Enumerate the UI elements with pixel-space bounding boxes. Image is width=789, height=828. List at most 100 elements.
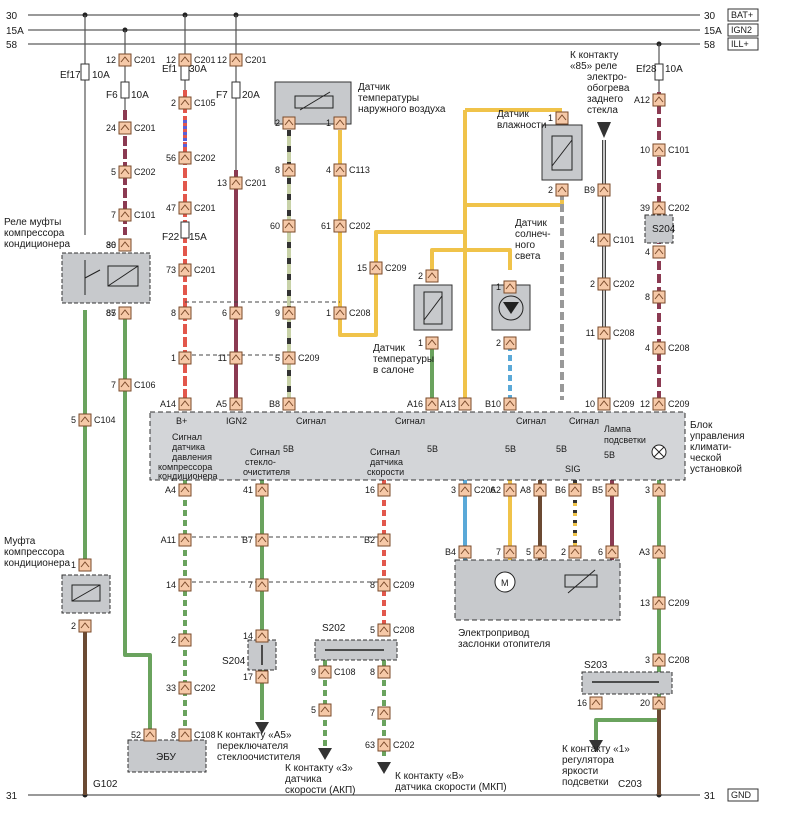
- connector-code: C202: [134, 167, 156, 177]
- connector-pin-number: 2: [561, 547, 566, 557]
- connector-pin-number: 2: [71, 621, 76, 631]
- connector-pin-number: 14: [243, 631, 253, 641]
- unit-lamp-icon: [651, 444, 667, 460]
- splice-s204a: S204: [652, 224, 676, 235]
- relay-label-3: кондиционера: [4, 239, 71, 250]
- connector-pin-number: A11: [161, 535, 176, 545]
- fuse-ef1-amp: 30A: [189, 64, 207, 75]
- cabin-sensor-label-1: Датчик: [373, 343, 405, 354]
- dimmer-label-3: яркости: [562, 766, 598, 777]
- connector-pin-number: 39: [640, 203, 650, 213]
- speed-akp-label-2: датчика: [285, 774, 322, 785]
- unit-speed-1: Сигнал: [370, 447, 400, 457]
- fuse-f22-name: F22: [162, 232, 180, 243]
- connector-code: C105: [194, 98, 216, 108]
- connector-pin-number: 3: [645, 485, 650, 495]
- connector-pin: 86: [106, 238, 132, 252]
- connector-pin: B6: [555, 483, 582, 497]
- connector-code: C209: [613, 399, 635, 409]
- fuse-ef1-name: Ef1: [162, 64, 177, 75]
- unit-lamp-2: подсветки: [604, 435, 646, 445]
- rail-tags: [727, 8, 759, 802]
- connector-code: C202: [194, 683, 216, 693]
- rail-bat-num-right: 30: [704, 11, 716, 22]
- fuse-body: [654, 63, 664, 81]
- connector-pin-number: 11: [218, 353, 227, 363]
- connector-pin: 8: [275, 163, 296, 177]
- connector-code: C208: [613, 328, 635, 338]
- connector-pin: 2: [496, 336, 517, 350]
- speed-mkp-label-2: датчика скорости (МКП): [395, 782, 507, 793]
- unit-signal-b9: Сигнал: [569, 416, 599, 426]
- connector-code: C206: [474, 485, 496, 495]
- connector-pin-number: 24: [106, 123, 116, 133]
- unit-wiper-1: Сигнал: [250, 447, 280, 457]
- connector-pin: 1: [71, 558, 92, 572]
- connector-pin: 16: [365, 483, 391, 497]
- connector-pin: 8: [645, 290, 666, 304]
- connector-code: C201: [194, 55, 216, 65]
- rear-defrost-label-5: заднего: [587, 94, 623, 105]
- connector-code: C208: [668, 343, 690, 353]
- rail-gnd-num-right: 31: [704, 791, 716, 802]
- connector-pin: 8: [370, 665, 391, 679]
- connector-code: C106: [134, 380, 156, 390]
- unit-b-plus: B+: [176, 416, 187, 426]
- speed-akp-label-3: скорости (АКП): [285, 785, 355, 796]
- connector-pin-number: 63: [365, 740, 375, 750]
- connector-pin-number: 87: [106, 308, 116, 318]
- rear-defrost-label-4: обогрева: [587, 82, 630, 94]
- connector-pin-number: 4: [326, 165, 331, 175]
- connector-pin-number: 30: [106, 240, 116, 250]
- connector-pin-number: 6: [598, 547, 603, 557]
- connector-pin-number: 7: [496, 547, 501, 557]
- power-rails: [28, 14, 700, 796]
- splice-s203: S203: [584, 660, 608, 671]
- ecu-label: ЭБУ: [156, 752, 177, 763]
- connector-pin-number: 2: [548, 185, 553, 195]
- rear-defrost-label-3: электро-: [587, 72, 627, 83]
- motor-label: M: [501, 578, 509, 588]
- connector-pin-number: 2: [418, 271, 423, 281]
- unit-volt-b10: 5В: [505, 444, 516, 454]
- fuse-ef17-name: Ef17: [60, 70, 81, 81]
- fuses: [80, 63, 664, 239]
- connector-code: C108: [334, 667, 356, 677]
- unit-speed-3: скорости: [367, 467, 404, 477]
- splice-bars: [261, 645, 659, 683]
- connector-code: C202: [393, 740, 415, 750]
- connector-pin-number: 16: [365, 485, 375, 495]
- connector-code: C209: [393, 580, 415, 590]
- connector-pin: 2: [418, 269, 439, 283]
- connector-pin-number: A3: [639, 547, 650, 557]
- connector-pin: 2: [561, 545, 582, 559]
- connector-pin-number: 17: [243, 672, 253, 682]
- connector-pin: A11: [161, 533, 192, 547]
- relay-label-2: компрессора: [4, 228, 65, 239]
- connector-pin: 60: [270, 219, 296, 233]
- connector-pin-number: B7: [242, 535, 253, 545]
- splice-s204b: S204: [222, 656, 246, 667]
- connector-pin-number: 61: [321, 221, 331, 231]
- rail-bat-tag: BAT+: [731, 10, 753, 20]
- connector-pin-number: 1: [496, 282, 501, 292]
- connector-pin: 5: [526, 545, 547, 559]
- ground-g102: G102: [93, 779, 118, 790]
- rail-ill-num: 58: [6, 40, 18, 51]
- connector-pin: 16: [577, 696, 603, 710]
- connector-code: C201: [194, 203, 216, 213]
- connector-pin-number: 2: [171, 98, 176, 108]
- connector-pin: 2: [275, 116, 296, 130]
- connector-pin: 9: [275, 306, 296, 320]
- fuse-f7-name: F7: [216, 90, 228, 101]
- fuse-ef28-name: Ef28: [636, 64, 657, 75]
- connector-pin: 6: [222, 306, 243, 320]
